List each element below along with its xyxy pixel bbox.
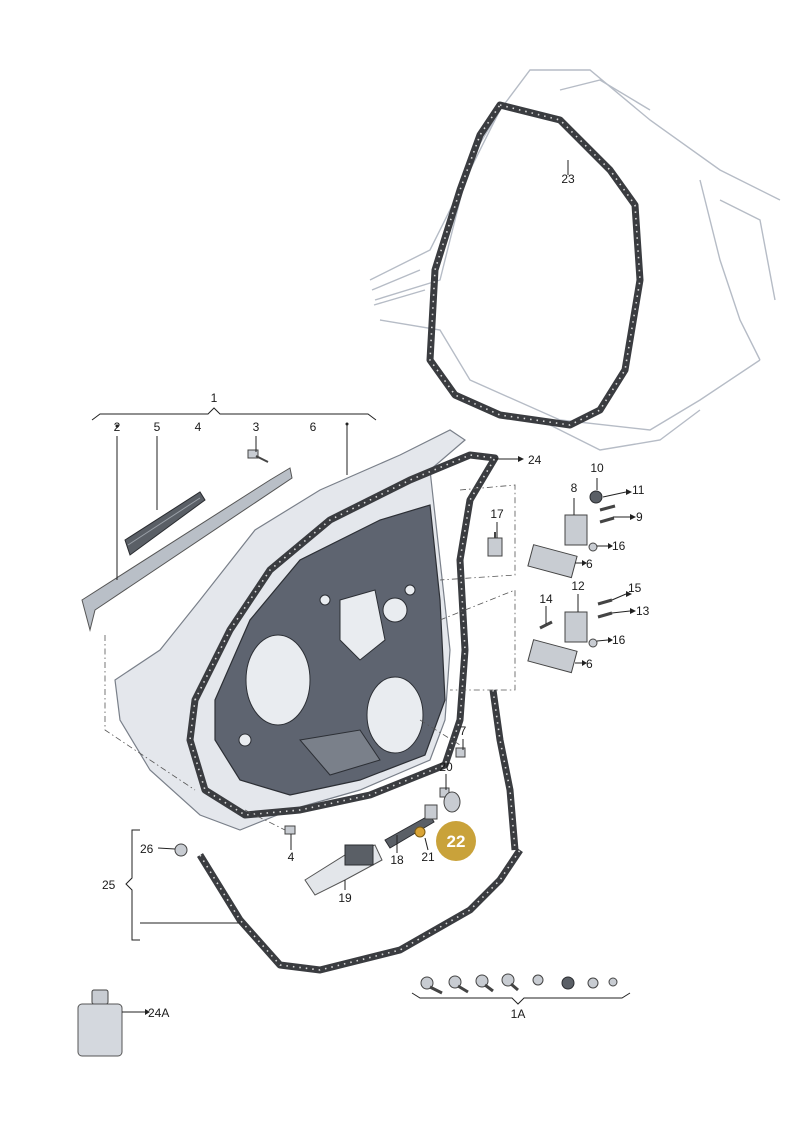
- label-6-upper: 6: [586, 557, 593, 571]
- label-1: 1: [211, 391, 218, 405]
- label-5: 5: [154, 420, 161, 434]
- label-13: 13: [636, 604, 650, 618]
- label-17: 17: [490, 507, 504, 521]
- bolt-7: [455, 747, 466, 758]
- highlight-badge-22: 22: [436, 821, 476, 861]
- label-18: 18: [390, 853, 404, 867]
- latch-cover: [443, 791, 461, 813]
- car-body-door-opening: [369, 69, 781, 451]
- label-4-lower: 4: [288, 850, 295, 864]
- arrow-tips: [145, 456, 636, 1015]
- leader-lines: [91, 160, 631, 1013]
- bolt-4-lower: [284, 825, 296, 835]
- label-1a: 1A: [511, 1007, 526, 1021]
- label-9: 9: [636, 510, 643, 524]
- label-16-lower: 16: [612, 633, 626, 647]
- label-24: 24: [528, 453, 542, 467]
- label-14: 14: [539, 592, 553, 606]
- bolt-21: [414, 826, 426, 838]
- label-4-top: 4: [195, 420, 202, 434]
- label-3: 3: [253, 420, 260, 434]
- label-10: 10: [590, 461, 604, 475]
- handle-19: [304, 844, 383, 896]
- label-2: 2: [114, 420, 121, 434]
- door-seal: [186, 451, 499, 819]
- door-check-17: [487, 532, 503, 557]
- label-11: 11: [632, 483, 645, 497]
- b-pillar-seal: [489, 689, 519, 851]
- door-check-18: [384, 804, 438, 849]
- label-26: 26: [140, 842, 154, 856]
- label-6-left: 6: [310, 420, 317, 434]
- label-19: 19: [338, 891, 352, 905]
- label-8: 8: [571, 481, 578, 495]
- bottle-24a: [77, 989, 123, 1057]
- label-7: 7: [460, 724, 467, 738]
- label-12: 12: [571, 579, 585, 593]
- label-23: 23: [561, 172, 575, 186]
- label-20: 20: [439, 760, 453, 774]
- door-shell: [114, 429, 466, 831]
- label-6-lower: 6: [586, 657, 593, 671]
- trim-strip-5: [124, 491, 206, 556]
- upper-hinge: [527, 490, 616, 579]
- clip-26: [174, 843, 188, 857]
- part-labels: 1 2 5 4 3 6 24 23 10 8 11 9 17 16 6 12 1…: [102, 172, 650, 1021]
- label-22: 22: [447, 832, 466, 851]
- label-21: 21: [421, 850, 435, 864]
- lower-hinge: [527, 598, 613, 674]
- label-15: 15: [628, 581, 642, 595]
- label-25: 25: [102, 878, 116, 892]
- lower-seal-25: [197, 848, 523, 974]
- door-opening-seal: [426, 101, 644, 429]
- label-24a: 24A: [148, 1006, 169, 1020]
- bolt-3: [247, 449, 269, 463]
- fastener-kit-1a: [420, 973, 618, 995]
- seal-strip-2: [81, 467, 293, 632]
- label-16-upper: 16: [612, 539, 626, 553]
